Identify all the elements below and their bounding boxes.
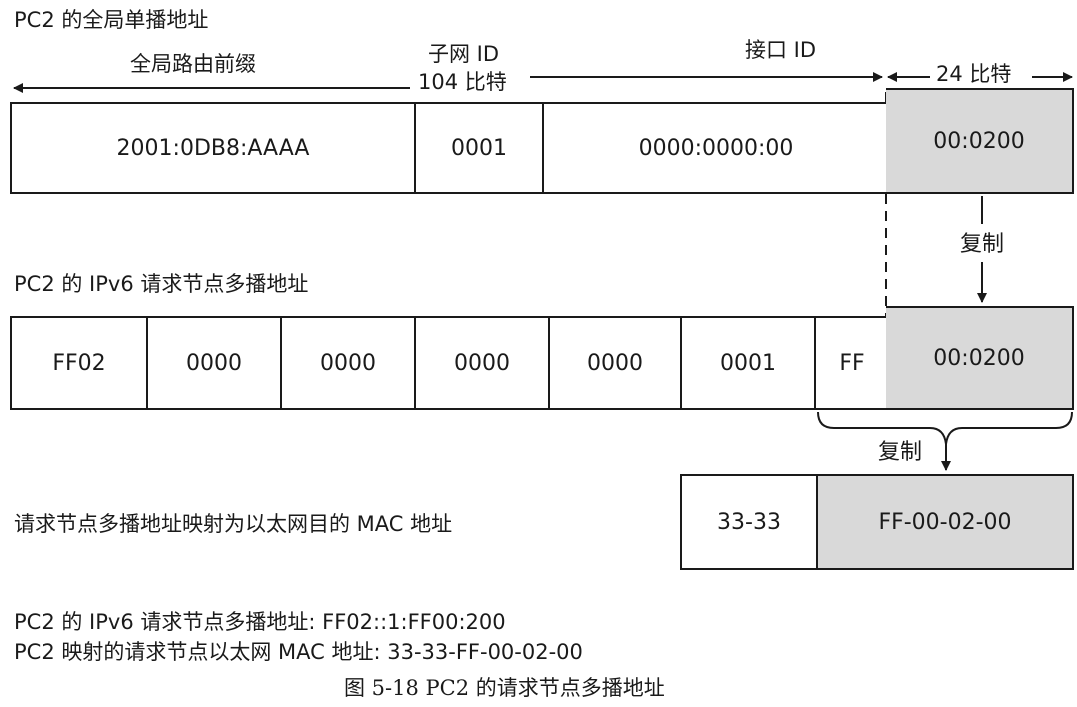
field-global-prefix: 2001:0DB8:AAAA xyxy=(10,102,416,194)
summary-line-2: PC2 映射的请求节点以太网 MAC 地址: 33-33-FF-00-02-00 xyxy=(14,640,583,664)
multicast-title: PC2 的 IPv6 请求节点多播地址 xyxy=(14,272,309,296)
mac-mapping-text: 请求节点多播地址映射为以太网目的 MAC 地址 xyxy=(14,512,453,536)
mc-field-ff02: FF02 xyxy=(10,316,148,410)
field-interface-id-upper: 0000:0000:00 xyxy=(542,102,888,194)
brace xyxy=(817,411,1073,445)
mac-field-lower: FF-00-02-00 xyxy=(816,474,1074,570)
field-subnet-id: 0001 xyxy=(414,102,544,194)
mc-field-2: 0000 xyxy=(146,316,282,410)
field-interface-id-lower24: 00:0200 xyxy=(886,88,1074,194)
mc-field-4: 0000 xyxy=(414,316,550,410)
subnet-id-label: 子网 ID xyxy=(428,42,500,66)
unicast-title: PC2 的全局单播地址 xyxy=(14,8,209,32)
copy-label-2: 复制 xyxy=(878,440,923,465)
mc-field-5: 0000 xyxy=(548,316,682,410)
global-prefix-label: 全局路由前缀 xyxy=(130,52,256,76)
bits-24-label: 24 比特 xyxy=(936,62,1012,86)
mc-field-ff: FF xyxy=(814,316,888,410)
mc-field-lower24: 00:0200 xyxy=(886,306,1074,410)
copy-label-1: 复制 xyxy=(958,232,1007,257)
interface-id-label: 接口 ID xyxy=(745,38,817,62)
mac-field-3333: 33-33 xyxy=(680,474,818,570)
mc-field-3: 0000 xyxy=(280,316,416,410)
bits-104-label: 104 比特 xyxy=(418,70,507,94)
mc-field-6: 0001 xyxy=(680,316,816,410)
figure-caption: 图 5-18 PC2 的请求节点多播地址 xyxy=(344,676,665,700)
summary-line-1: PC2 的 IPv6 请求节点多播地址: FF02::1:FF00:200 xyxy=(14,610,506,634)
